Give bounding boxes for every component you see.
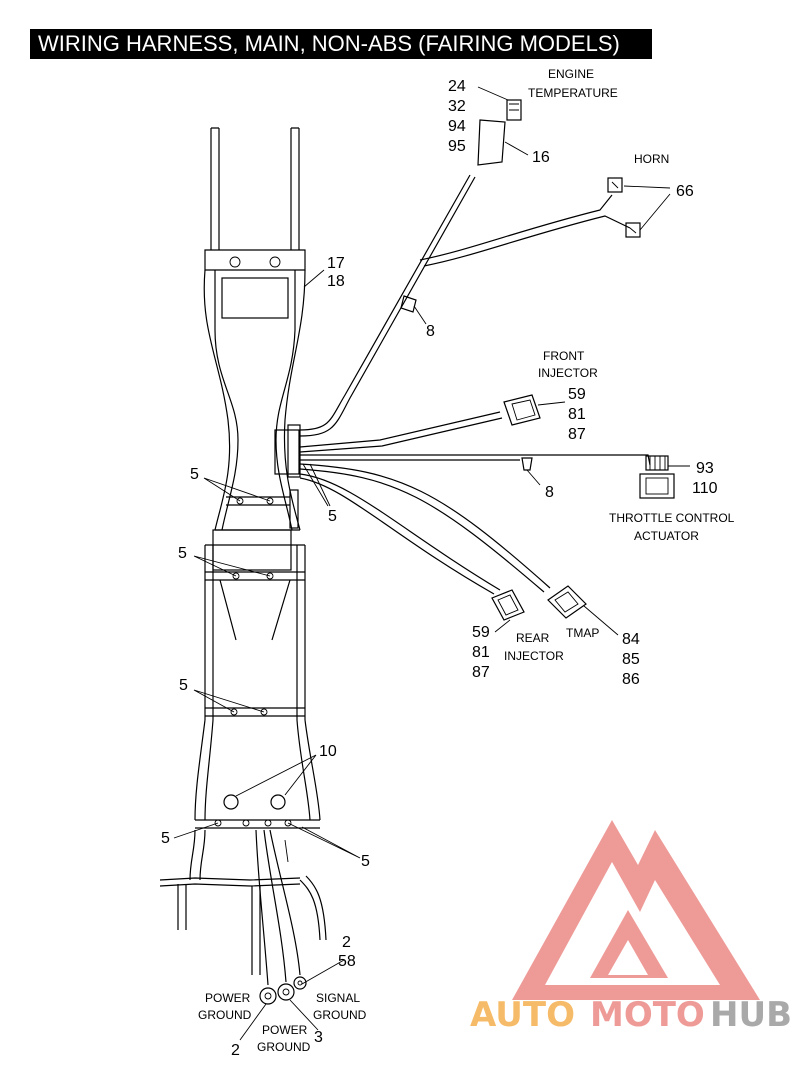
power-ground-left-label-2: GROUND: [198, 1008, 252, 1022]
tmap-num-2: 85: [622, 651, 640, 668]
front-injector-num-1: 59: [568, 386, 586, 403]
horn-label: HORN: [634, 152, 669, 166]
callout-5-a: 5: [190, 466, 199, 483]
signal-ground-label-1: SIGNAL: [316, 991, 360, 1005]
callout-3: 3: [314, 1029, 323, 1046]
rear-injector-num-3: 87: [472, 664, 490, 681]
callout-8-lower: 8: [545, 484, 554, 501]
front-injector-label-2: INJECTOR: [538, 366, 598, 380]
callout-18: 18: [327, 273, 345, 290]
throttle-control-connector: [639, 455, 675, 499]
rear-injector-connector: [491, 589, 525, 621]
signal-ground-label-2: GROUND: [313, 1008, 367, 1022]
callout-10: 10: [319, 743, 337, 760]
callout-8-upper: 8: [426, 323, 435, 340]
callout-2-power: 2: [231, 1042, 240, 1059]
callout-17: 17: [327, 255, 345, 272]
horn-connector-2: [625, 222, 641, 238]
front-injector-num-3: 87: [568, 426, 586, 443]
tca-label-2: ACTUATOR: [634, 529, 699, 543]
callout-5-e: 5: [161, 830, 170, 847]
engine-temp-num-1: 24: [448, 78, 466, 95]
rear-injector-label-1: REAR: [516, 631, 550, 645]
front-injector-connector: [503, 394, 541, 426]
tmap-connector: [547, 585, 587, 619]
tca-num-1: 93: [696, 460, 714, 477]
diagram-title: WIRING HARNESS, MAIN, NON-ABS (FAIRING M…: [30, 29, 652, 59]
callout-58: 58: [338, 953, 356, 970]
callout-16: 16: [532, 149, 550, 166]
tmap-num-1: 84: [622, 631, 640, 648]
watermark-text-hub: HUB: [710, 995, 792, 1035]
engine-temp-num-2: 32: [448, 98, 466, 115]
engine-temp-label-1: ENGINE: [548, 67, 594, 81]
watermark-text-auto: AUTO: [470, 995, 575, 1035]
callout-66: 66: [676, 183, 694, 200]
callout-5-c: 5: [178, 545, 187, 562]
callout-5-f: 5: [361, 853, 370, 870]
rear-injector-num-1: 59: [472, 624, 490, 641]
engine-temp-num-4: 95: [448, 138, 466, 155]
horn-connector-1: [607, 177, 623, 193]
engine-temp-label-2: TEMPERATURE: [528, 86, 618, 100]
engine-temp-connector: [477, 99, 522, 166]
power-ground-left-label-1: POWER: [205, 991, 251, 1005]
rear-injector-num-2: 81: [472, 644, 490, 661]
power-ground-center-label-2: GROUND: [257, 1040, 311, 1054]
tca-label-1: THROTTLE CONTROL: [609, 511, 735, 525]
callout-5-b: 5: [328, 508, 337, 525]
main-harness-wires: [159, 174, 651, 986]
rear-injector-label-2: INJECTOR: [504, 649, 564, 663]
clips: [400, 295, 533, 471]
callout-5-d: 5: [179, 677, 188, 694]
callout-labels: 24 32 94 95 ENGINE TEMPERATURE 16 HORN 6…: [161, 67, 735, 1059]
front-injector-num-2: 81: [568, 406, 586, 423]
watermark-logo: AUTO MOTO HUB: [470, 820, 792, 1035]
tmap-label: TMAP: [566, 626, 599, 640]
watermark-text-moto: MOTO: [590, 995, 705, 1035]
tca-num-2: 110: [692, 480, 718, 497]
ground-ring-terminals: [259, 976, 307, 1005]
power-ground-center-label-1: POWER: [262, 1023, 308, 1037]
front-injector-label-1: FRONT: [543, 349, 585, 363]
leader-lines: [173, 86, 690, 1041]
callout-2-signal: 2: [342, 934, 351, 951]
engine-temp-num-3: 94: [448, 118, 466, 135]
tmap-num-3: 86: [622, 671, 640, 688]
connectors: [259, 99, 675, 1005]
